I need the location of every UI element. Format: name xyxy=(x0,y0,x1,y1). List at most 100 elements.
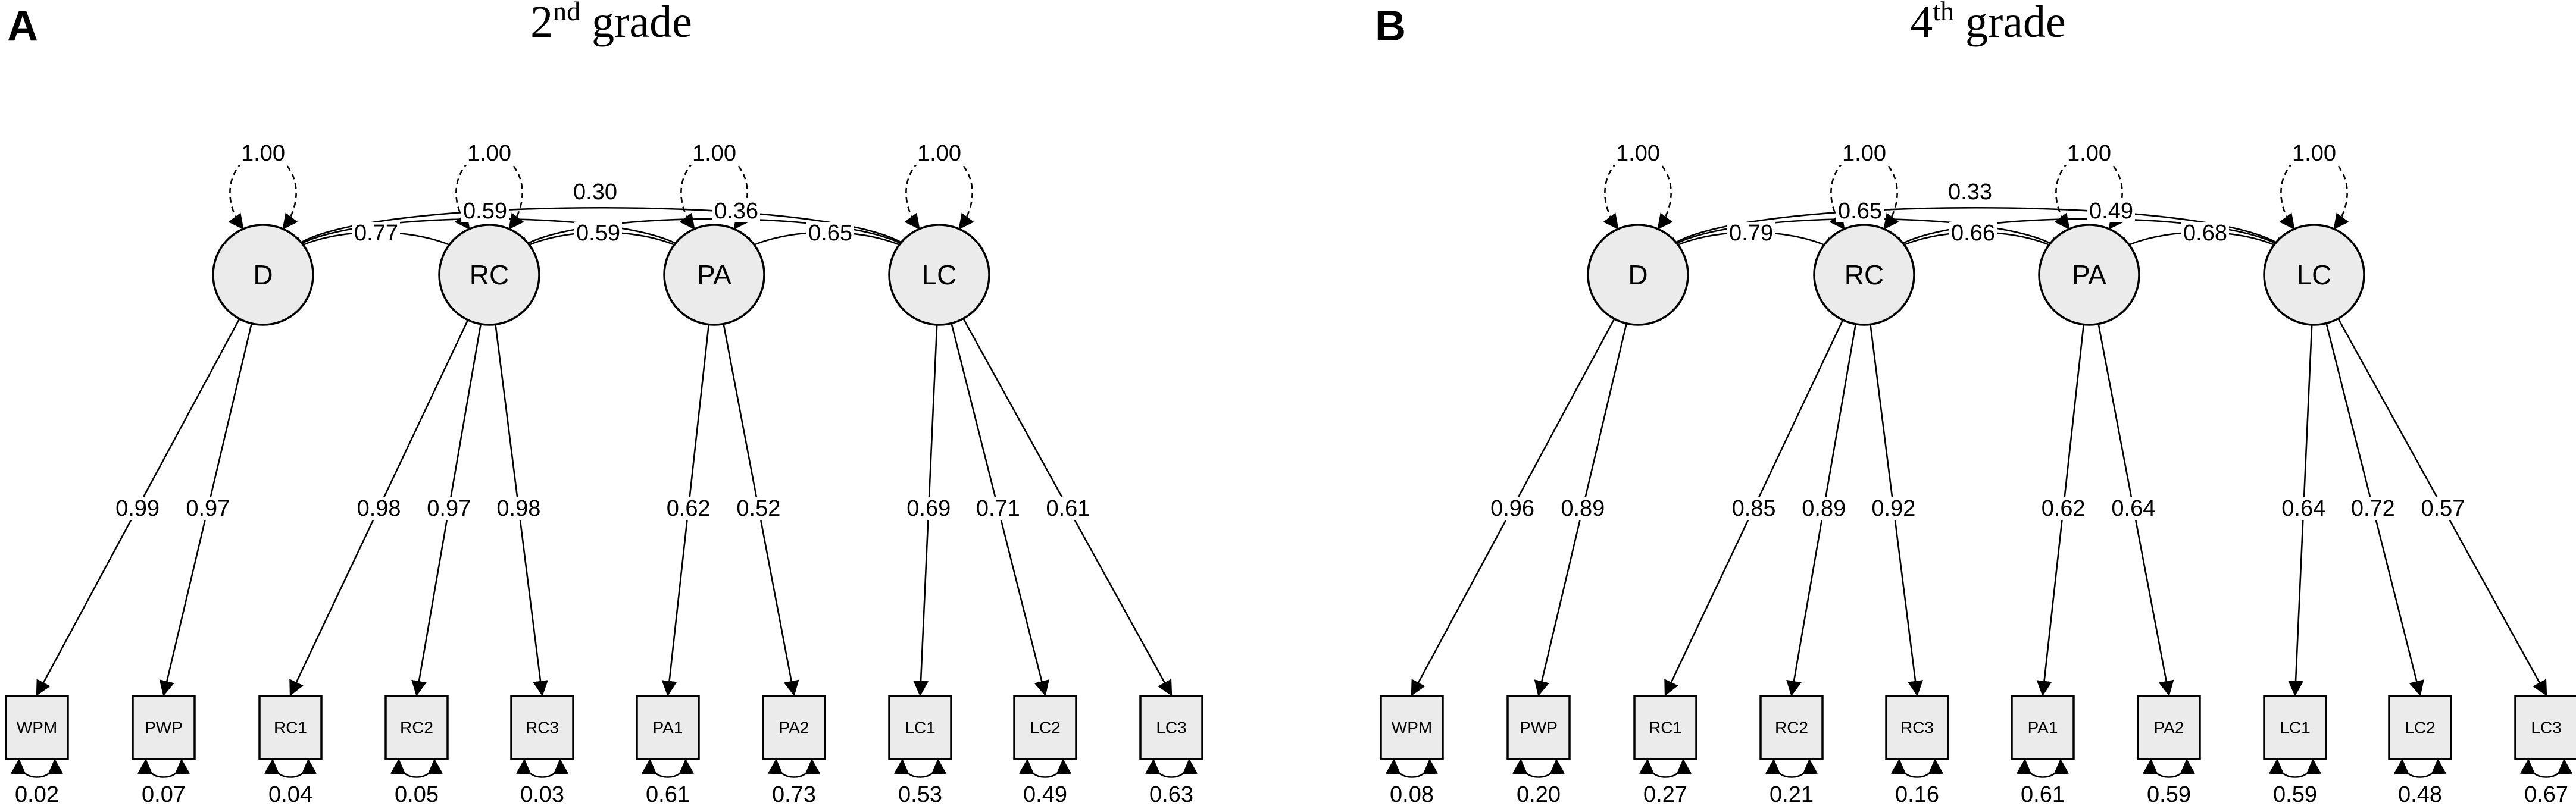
residual-label-bg xyxy=(1148,783,1195,806)
observed-node-lc3: LC3 xyxy=(2514,695,2576,760)
loading-label: 0.96 xyxy=(1490,496,1534,521)
loading-label: 0.97 xyxy=(186,496,230,521)
loading-label-bg xyxy=(664,497,712,520)
latent-label: RC xyxy=(1845,259,1884,290)
observed-box xyxy=(636,695,700,760)
residual-label: 0.02 xyxy=(15,782,59,807)
loading-label-bg xyxy=(1730,497,1778,520)
panel-title: 2nd grade xyxy=(530,0,692,47)
residual-arrow-rc2 xyxy=(1765,758,1818,778)
residual-arrow-pwp xyxy=(1512,758,1565,778)
loading-label-bg xyxy=(905,497,953,520)
residual-label-bg xyxy=(518,783,566,806)
residual-label-bg xyxy=(644,783,692,806)
observed-box xyxy=(1380,695,1444,760)
observed-box xyxy=(1139,695,1203,760)
variance-label: 1.00 xyxy=(1616,141,1660,166)
panel-title: 4th grade xyxy=(1910,0,2066,47)
correlation-label: 0.66 xyxy=(1951,221,1995,246)
correlation-label-bg xyxy=(571,181,619,203)
loading-label: 0.85 xyxy=(1732,496,1776,521)
residual-label-bg xyxy=(2271,783,2319,806)
residual-label: 0.59 xyxy=(2147,782,2191,807)
observed-label: PWP xyxy=(145,719,183,737)
correlation-label: 0.33 xyxy=(1948,180,1992,205)
correlation-label: 0.49 xyxy=(2089,199,2133,224)
correlation-label: 0.79 xyxy=(1729,221,1773,246)
correlation-label-bg xyxy=(574,222,622,244)
correlation-label-bg xyxy=(2087,200,2135,222)
observed-label: PA1 xyxy=(2028,719,2058,737)
observed-label: WPM xyxy=(17,719,57,737)
observed-box xyxy=(132,695,196,760)
residual-arrow-rc1 xyxy=(1639,758,1692,778)
observed-label: WPM xyxy=(1392,719,1432,737)
loading-label-bg xyxy=(734,497,783,520)
observed-node-lc2: LC2 xyxy=(1013,695,1077,760)
variance-label-bg xyxy=(1840,142,1888,165)
loading-label: 0.62 xyxy=(667,496,711,521)
residual-label-bg xyxy=(1768,783,1815,806)
latent-node-pa: PA xyxy=(663,224,765,326)
observed-label: RC2 xyxy=(400,719,433,737)
variance-label: 1.00 xyxy=(2292,141,2336,166)
panel-letter: B xyxy=(1375,2,1406,50)
residual-label: 0.67 xyxy=(2524,782,2568,807)
correlation-label-bg xyxy=(712,200,760,222)
observed-label: LC3 xyxy=(1156,719,1186,737)
residual-arrow-pa2 xyxy=(767,758,821,778)
observed-node-lc1: LC1 xyxy=(2263,695,2327,760)
residual-label-bg xyxy=(13,783,61,806)
residual-arrow-wpm xyxy=(10,758,64,778)
panel-title-text: grade xyxy=(1954,0,2066,47)
observed-box xyxy=(510,695,574,760)
latent-label: PA xyxy=(697,259,731,290)
residual-label: 0.16 xyxy=(1895,782,1939,807)
loading-label: 0.64 xyxy=(2281,496,2325,521)
residual-label: 0.03 xyxy=(520,782,564,807)
loading-label: 0.71 xyxy=(976,496,1020,521)
observed-node-wpm: WPM xyxy=(5,695,69,760)
residual-label: 0.20 xyxy=(1517,782,1561,807)
residual-label: 0.73 xyxy=(772,782,816,807)
loading-label: 0.57 xyxy=(2421,496,2465,521)
residual-arrow-pwp xyxy=(137,758,190,778)
correlation-label: 0.68 xyxy=(2183,221,2227,246)
observed-label: LC1 xyxy=(2280,719,2310,737)
residual-arrow-lc3 xyxy=(1145,758,1198,778)
residual-arrow-rc2 xyxy=(390,758,443,778)
latent-label: LC xyxy=(922,259,957,290)
loading-label: 0.62 xyxy=(2042,496,2086,521)
observed-node-rc1: RC1 xyxy=(258,695,323,760)
loading-label: 0.92 xyxy=(1871,496,1915,521)
latent-circle xyxy=(2263,224,2365,326)
observed-node-lc3: LC3 xyxy=(1139,695,1203,760)
loading-label-bg xyxy=(2349,497,2397,520)
correlation-label: 0.59 xyxy=(576,221,620,246)
residual-label: 0.48 xyxy=(2398,782,2442,807)
variance-label-bg xyxy=(915,142,963,165)
latent-node-rc: RC xyxy=(1813,224,1915,326)
observed-box xyxy=(1885,695,1949,760)
loading-label: 0.72 xyxy=(2351,496,2395,521)
residual-label: 0.61 xyxy=(646,782,690,807)
observed-box xyxy=(762,695,826,760)
residual-arrow-pa2 xyxy=(2142,758,2196,778)
observed-box xyxy=(1013,695,1077,760)
variance-label-bg xyxy=(239,142,287,165)
residual-label-bg xyxy=(1642,783,1689,806)
correlation-label: 0.36 xyxy=(714,199,758,224)
residual-arrow-pa1 xyxy=(2016,758,2069,778)
correlation-label-bg xyxy=(2181,222,2229,244)
observed-node-pa2: PA2 xyxy=(2137,695,2201,760)
loading-label: 0.98 xyxy=(357,496,401,521)
residual-arrow-rc1 xyxy=(264,758,317,778)
observed-node-rc3: RC3 xyxy=(1885,695,1949,760)
observed-box xyxy=(888,695,952,760)
observed-box xyxy=(1633,695,1697,760)
loading-label-bg xyxy=(1044,497,1092,520)
correlation-label: 0.59 xyxy=(463,199,507,224)
residual-arrow-lc2 xyxy=(1018,758,1072,778)
